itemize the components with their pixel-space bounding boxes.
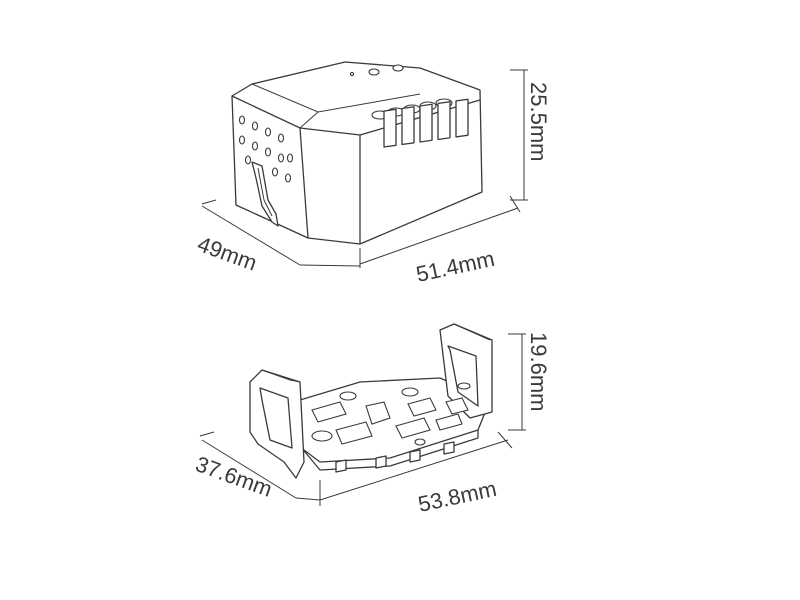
bracket-depth-label: 37.6mm [192, 451, 275, 502]
module-dimensions [201, 69, 528, 268]
bracket-height-label: 19.6mm [526, 332, 551, 411]
module-height-label: 25.5mm [526, 82, 551, 161]
switch-module [231, 61, 483, 245]
bracket-cutouts [311, 382, 471, 446]
bracket-dimensions [199, 333, 526, 506]
top-pins [368, 64, 404, 76]
bracket-teeth [335, 441, 455, 473]
module-width-label: 51.4mm [414, 246, 497, 287]
bracket-width-label: 53.8mm [416, 476, 499, 517]
mounting-bracket [249, 323, 493, 479]
module-depth-label: 49mm [194, 231, 260, 275]
left-upright [249, 369, 305, 479]
vent-holes [238, 115, 294, 183]
wire-terminals [383, 98, 469, 148]
side-clip [251, 161, 279, 227]
